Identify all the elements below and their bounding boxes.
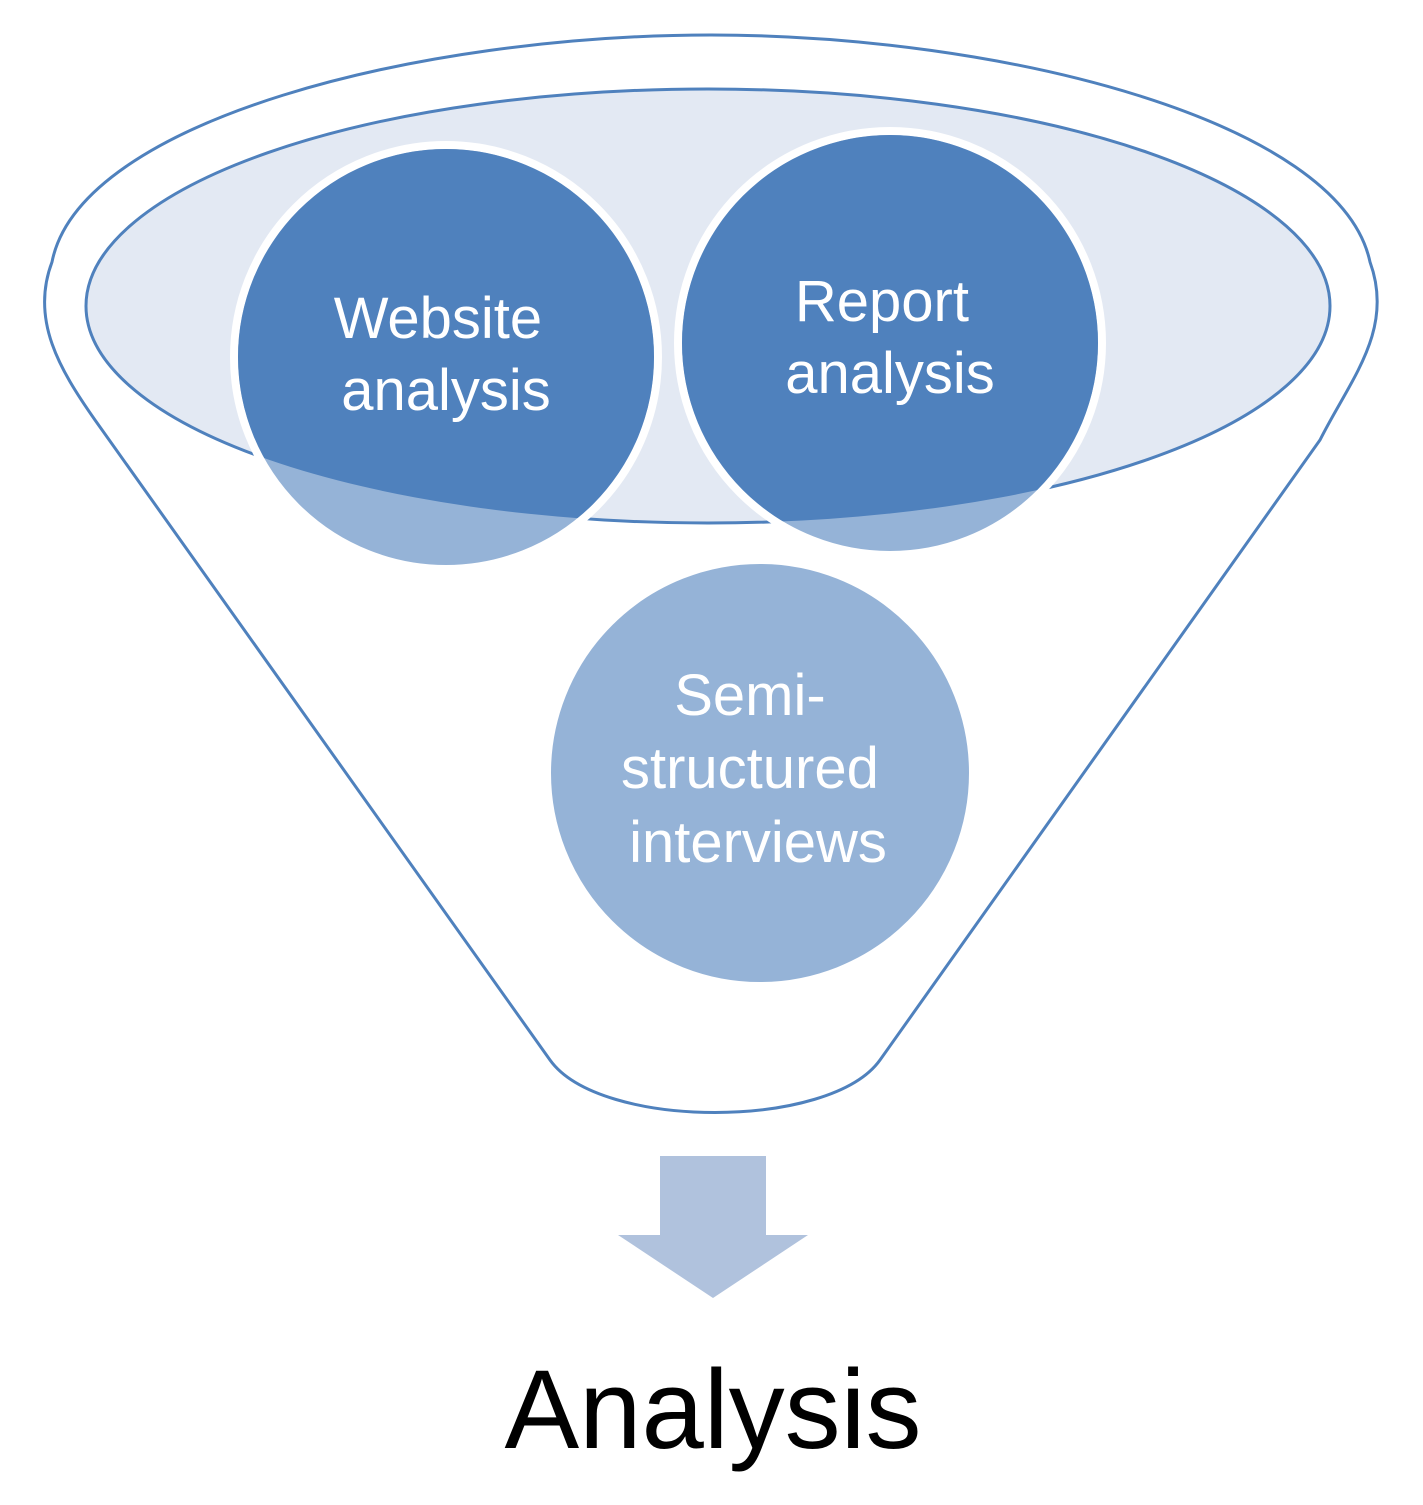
- website-analysis-node: Website analysis: [230, 141, 662, 573]
- funnel-outline: [43, 33, 1379, 1114]
- interviews-node: Semi- structured interviews: [545, 558, 975, 988]
- interviews-label: Semi- structured interviews: [621, 663, 895, 875]
- down-arrow-icon: [618, 1156, 808, 1298]
- report-analysis-label: Report analysis: [785, 269, 995, 406]
- website-analysis-label: Website analysis: [334, 286, 559, 423]
- analysis-output-label: Analysis: [504, 1347, 921, 1472]
- report-analysis-node: Report analysis: [674, 127, 1106, 559]
